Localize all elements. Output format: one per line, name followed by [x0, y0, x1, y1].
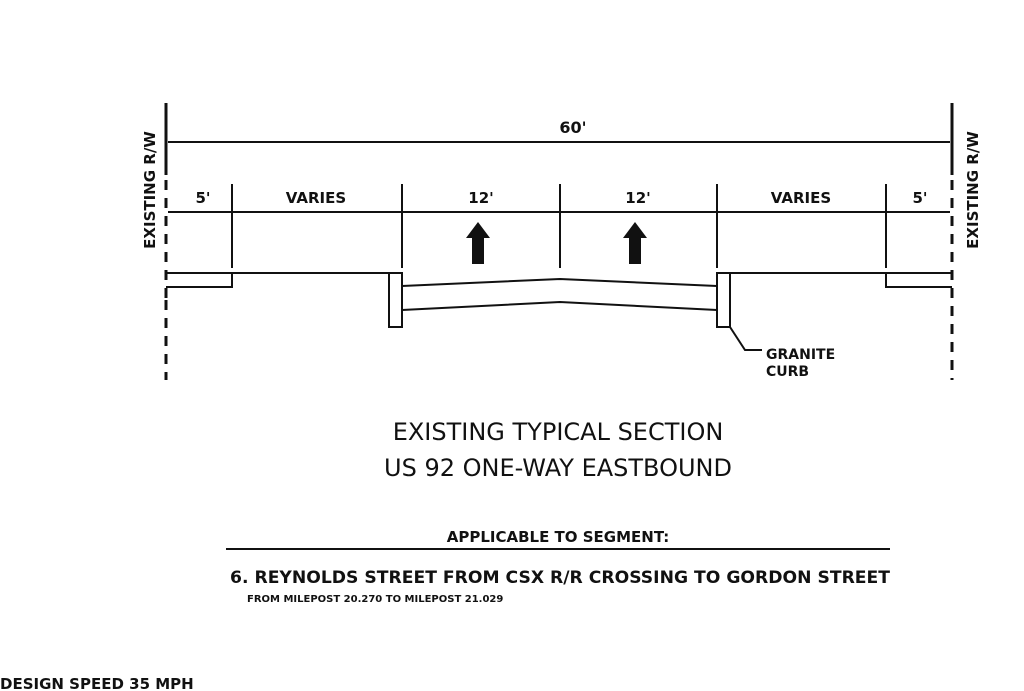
curb-label-line1: GRANITE: [766, 347, 835, 363]
section-title: EXISTING TYPICAL SECTION: [393, 418, 724, 446]
dim-varies-left: VARIES: [286, 189, 346, 207]
dim-varies-right: VARIES: [771, 189, 831, 207]
segment-item: 6. REYNOLDS STREET FROM CSX R/R CROSSING…: [230, 568, 890, 588]
right-sidewalk: [730, 272, 952, 288]
right-row-label: EXISTING R/W: [964, 131, 982, 249]
left-row-label: EXISTING R/W: [141, 131, 159, 249]
dimension-ticks: [231, 184, 887, 268]
segment-milepost: FROM MILEPOST 20.270 TO MILEPOST 21.029: [247, 594, 503, 605]
dim-sidewalk-left: 5': [195, 189, 210, 207]
dim-sidewalk-right: 5': [912, 189, 927, 207]
curb-label-line2: CURB: [766, 364, 809, 380]
up-arrow-icon: [466, 222, 490, 264]
design-speed: DESIGN SPEED 35 MPH: [0, 675, 194, 691]
total-width-label: 60': [559, 118, 586, 137]
curb-leader: [729, 326, 762, 351]
right-curb: [716, 272, 731, 328]
pavement: [401, 277, 718, 311]
dim-lane-1: 12': [468, 189, 493, 207]
section-subtitle: US 92 ONE-WAY EASTBOUND: [384, 454, 732, 482]
up-arrow-icon: [623, 222, 647, 264]
left-sidewalk: [166, 272, 402, 288]
left-curb: [388, 272, 403, 328]
segment-heading: APPLICABLE TO SEGMENT:: [447, 528, 670, 546]
dim-lane-2: 12': [625, 189, 650, 207]
